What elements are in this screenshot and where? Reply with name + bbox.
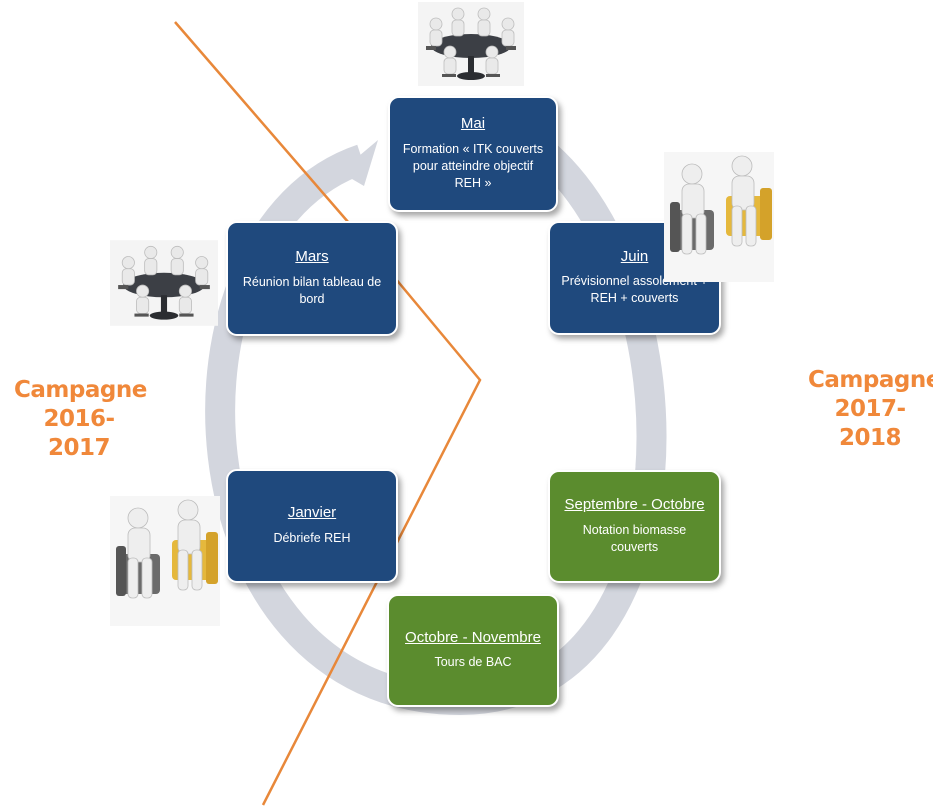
campaign-label-left: Campagne 2016-2017 — [14, 376, 147, 462]
campaign-years: 2016-2017 — [43, 405, 115, 461]
cycle-arrowhead — [340, 140, 378, 186]
step-janvier: Janvier Débriefe REH — [226, 469, 398, 583]
step-description: Tours de BAC — [434, 655, 512, 670]
meeting-table-icon — [418, 2, 524, 86]
campaign-label-right: Campagne 2017-2018 — [808, 366, 933, 452]
meeting-table-icon — [110, 240, 218, 326]
step-title: Mars — [295, 248, 329, 266]
step-description: Formation « ITK couverts pour atteindre … — [402, 141, 544, 190]
campaign-divider-line — [174, 21, 482, 806]
step-title: Septembre - Octobre — [564, 496, 705, 514]
step-octobre-novembre: Octobre - Novembre Tours de BAC — [387, 594, 559, 707]
step-title: Mai — [460, 115, 486, 133]
campaign-years: 2017-2018 — [834, 395, 906, 451]
consultation-chairs-icon — [110, 496, 220, 626]
step-title: Juin — [620, 247, 649, 265]
step-description: Réunion bilan tableau de bord — [242, 274, 382, 306]
step-mai: Mai Formation « ITK couverts pour attein… — [388, 96, 558, 212]
campaign-word: Campagne — [14, 377, 147, 403]
step-title: Janvier — [287, 504, 337, 522]
step-title: Octobre - Novembre — [405, 628, 541, 646]
step-description: Notation biomasse couverts — [582, 522, 687, 554]
step-description: Débriefe REH — [273, 530, 351, 545]
campaign-word: Campagne — [808, 367, 933, 393]
step-mars: Mars Réunion bilan tableau de bord — [226, 221, 398, 336]
step-septembre-octobre: Septembre - Octobre Notation biomasse co… — [548, 470, 721, 583]
consultation-chairs-icon — [664, 152, 774, 282]
